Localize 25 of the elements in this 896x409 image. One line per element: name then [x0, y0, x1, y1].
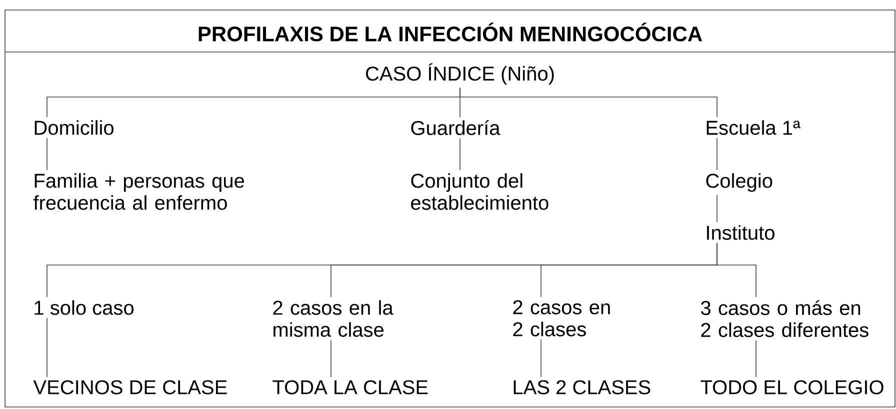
connector-line: [330, 340, 332, 378]
connector-line: [716, 138, 718, 170]
tree-label: Familia + personas que frecuencia al enfermo: [34, 173, 244, 210]
tree-label: Colegio: [706, 173, 772, 192]
tree-label: Domicilio: [34, 120, 114, 135]
tree-label: 2 casos en la misma clase: [273, 300, 394, 337]
connector-line: [46, 318, 48, 378]
tree-label: VECINOS DE CLASE: [33, 380, 227, 394]
tree-label: Instituto: [707, 225, 774, 240]
connector-line: [540, 339, 542, 378]
tree-label: 2 casos en 2 clases: [513, 300, 610, 336]
tree-label: TODO EL COLEGIO: [700, 380, 884, 394]
tree-label: Escuela 1ª: [706, 120, 800, 135]
tree-label: Conjunto del establecimiento: [411, 173, 548, 210]
connector-line: [460, 87, 718, 118]
tree-label: LAS 2 CLASES: [514, 380, 650, 394]
tree-label: Guardería: [411, 120, 500, 136]
title: PROFILAXIS DE LA INFECCIÓN MENINGOCÓCICA: [198, 22, 702, 42]
tree-label: TODA LA CLASE: [272, 380, 428, 394]
connector-line: [716, 194, 718, 222]
tree-label: 3 casos o más en 2 clases diferentes: [700, 300, 868, 338]
tree-label: CASO ÍNDICE (Niño): [366, 63, 554, 85]
connector-line: [716, 242, 756, 298]
connector-line: [46, 138, 48, 170]
tree-label: 1 solo caso: [34, 300, 134, 315]
